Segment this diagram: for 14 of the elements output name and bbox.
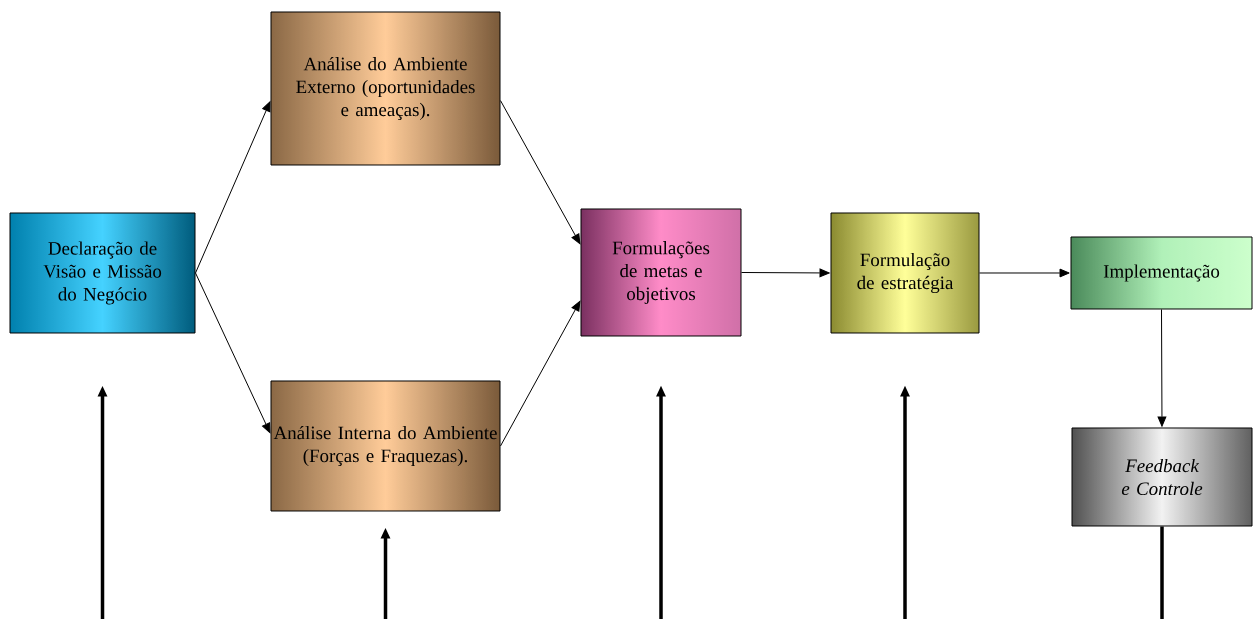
arrow [979,268,1070,278]
process-box: Feedback e Controle [1071,427,1253,527]
arrow [195,272,271,434]
arrow [500,300,581,447]
arrow [1157,309,1167,427]
process-box: Formulações de metas e objetivos [580,208,742,337]
process-box: Formulação de estratégia [830,212,980,334]
arrow [195,101,271,274]
process-box: Análise Interna do Ambiente (Forças e Fraquezas). [270,380,501,512]
process-box: Implementação [1070,236,1253,310]
arrow [500,100,581,245]
process-box: Declaração de Visão e Missão do Negócio [9,212,196,334]
arrow [741,268,830,278]
process-box: Análise do Ambiente Externo (oportunidades e ameaças). [270,11,501,166]
